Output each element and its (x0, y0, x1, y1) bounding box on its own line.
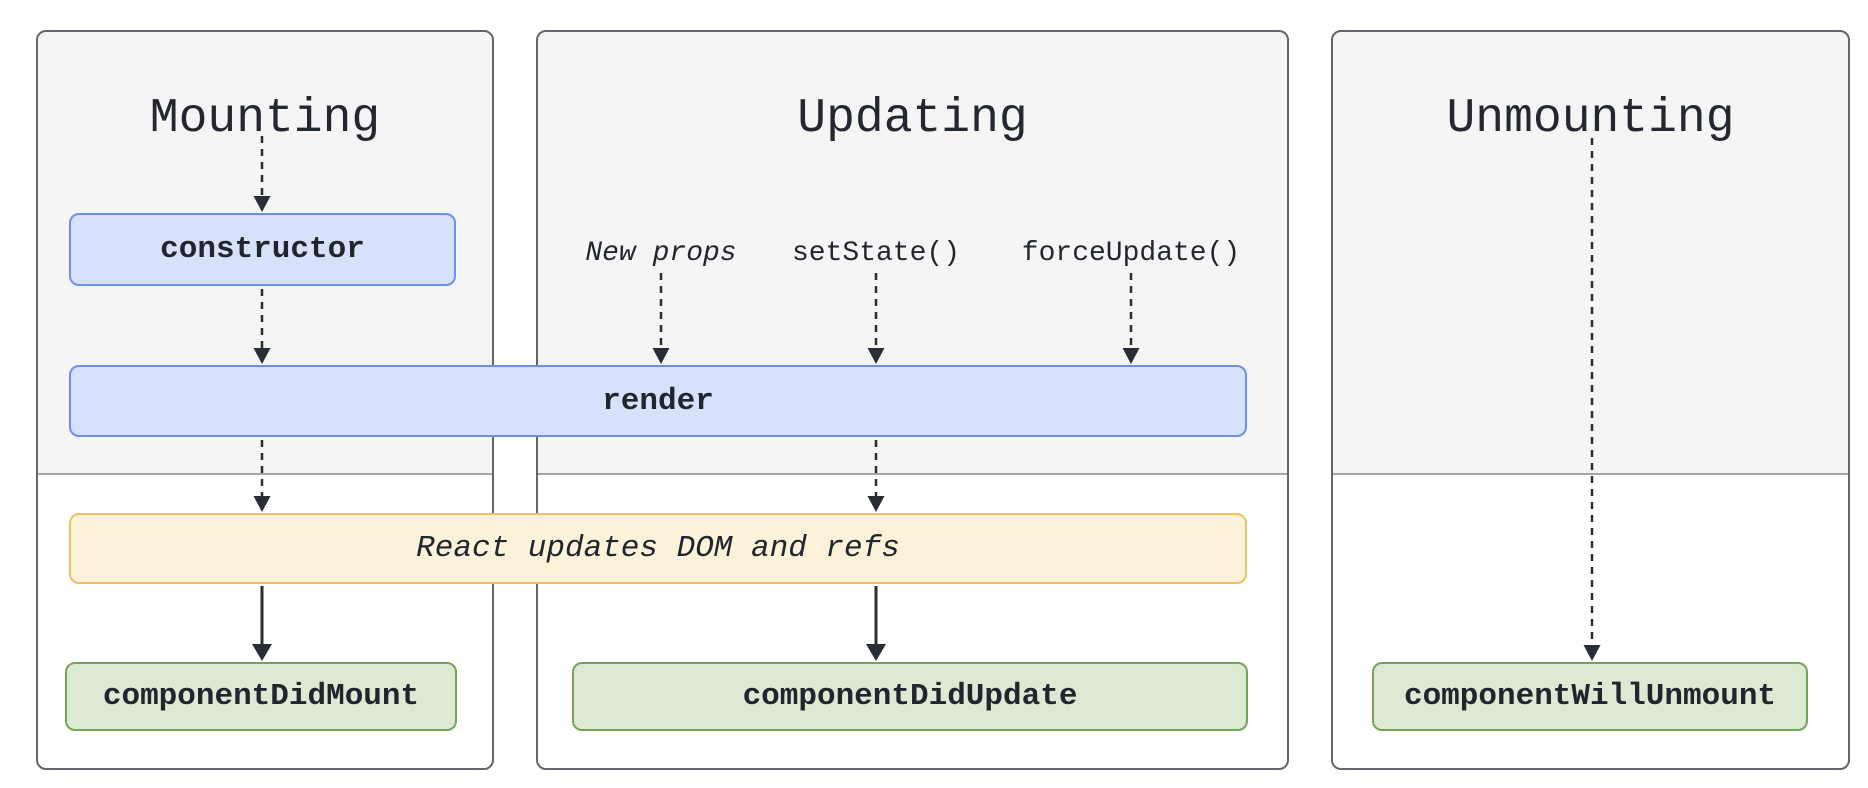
trigger-setstate-label: setState() (791, 238, 961, 269)
phase-divider (38, 473, 492, 475)
phase-divider (1333, 473, 1848, 475)
component-will-unmount-node: componentWillUnmount (1372, 662, 1808, 731)
unmounting-title: Unmounting (1446, 92, 1735, 146)
component-did-update-node: componentDidUpdate (572, 662, 1248, 731)
updating-title: Updating (797, 92, 1028, 146)
trigger-new-props-label: New props (585, 238, 737, 269)
unmounting-panel: Unmounting (1331, 30, 1850, 770)
render-node: render (69, 365, 1247, 437)
constructor-node: constructor (69, 213, 456, 286)
trigger-forceupdate-label: forceUpdate() (1021, 238, 1241, 269)
component-did-mount-node: componentDidMount (65, 662, 457, 731)
react-updates-dom-node: React updates DOM and refs (69, 513, 1247, 584)
mounting-title: Mounting (149, 92, 381, 146)
phase-divider (538, 473, 1287, 475)
